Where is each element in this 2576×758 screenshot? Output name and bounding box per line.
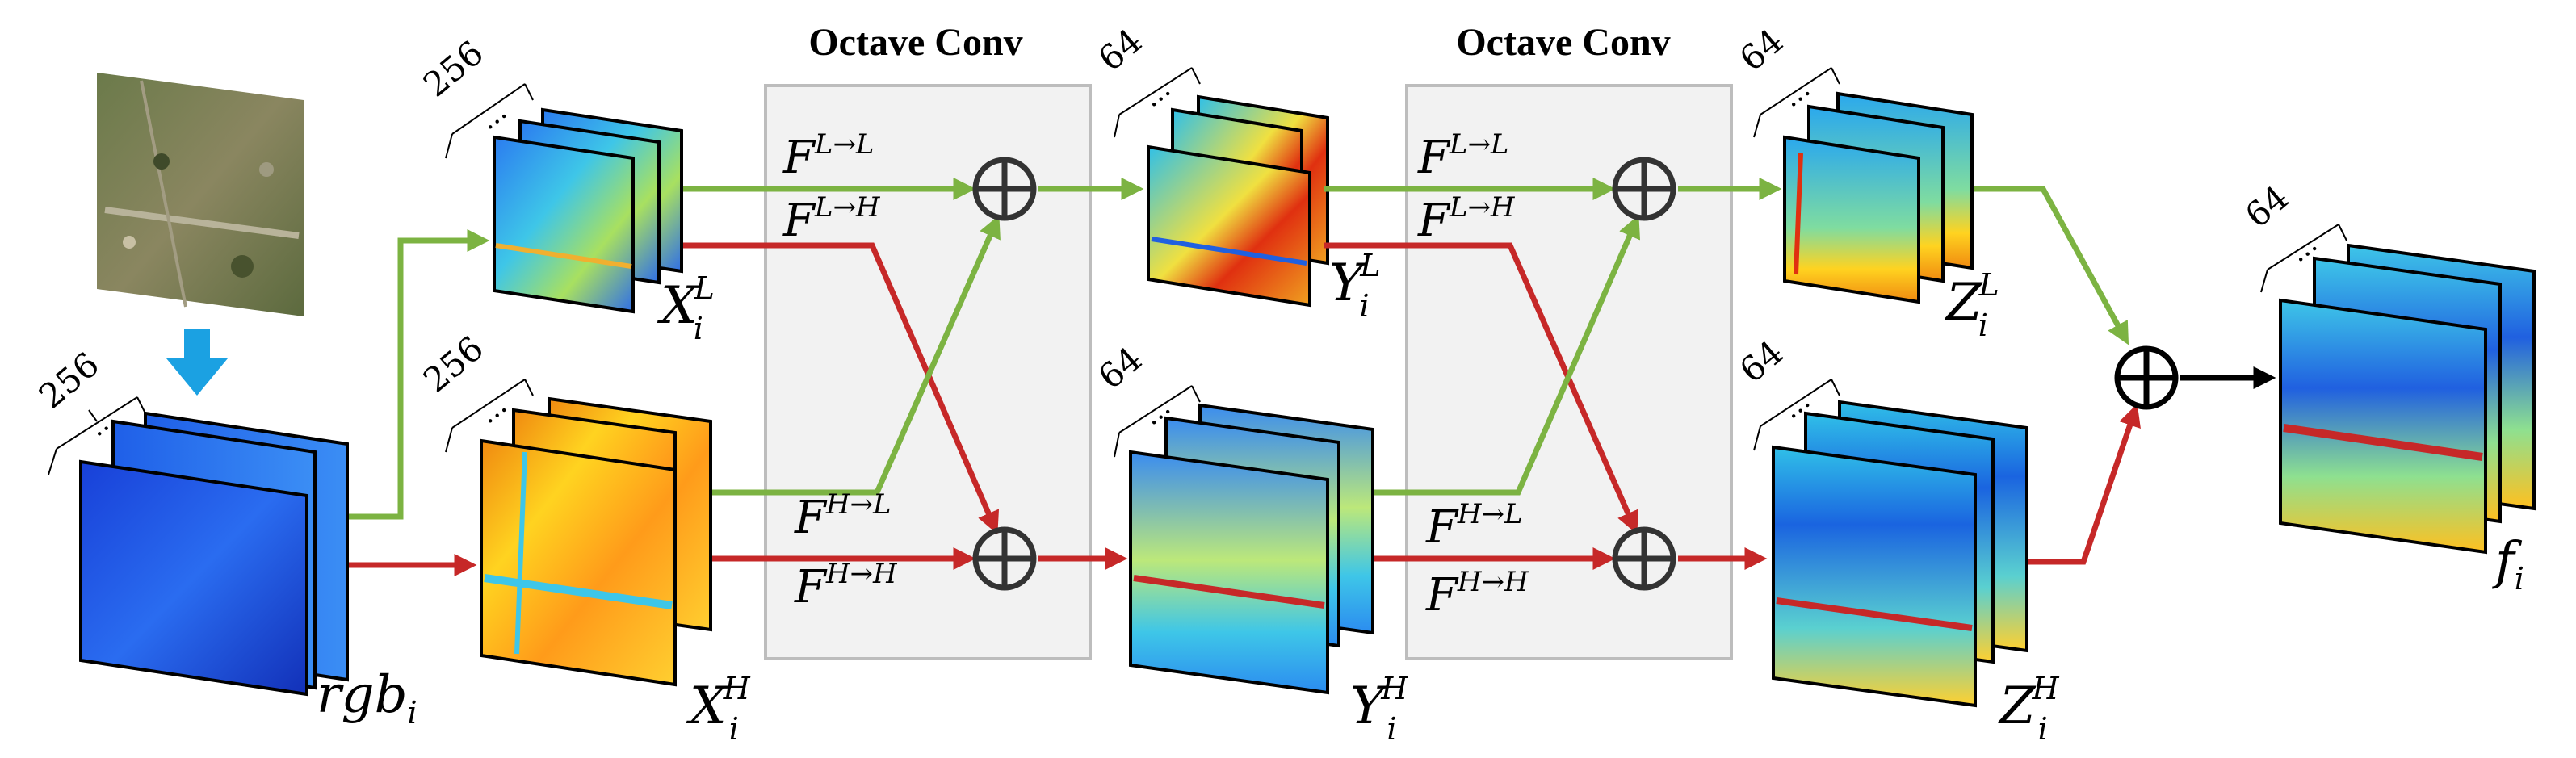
f-channel-count: 64 [2238, 178, 2296, 236]
oc1-ll-label: FL→L [782, 128, 875, 184]
y-low-feature-stack [1147, 94, 1329, 308]
x-high-channel-count: 256 [416, 329, 491, 400]
z-high-channel-count: 64 [1732, 333, 1790, 391]
f-feature-stack [2279, 243, 2536, 555]
z-low-channel-count: 64 [1732, 21, 1790, 79]
oc2-hh-label: FH→H [1425, 566, 1529, 622]
x-high-feature-stack [480, 396, 712, 687]
x-high-stack-ellipsis: ... [472, 389, 513, 430]
oc1-hh-label: FH→H [794, 558, 898, 614]
sum-node-final [2114, 345, 2179, 410]
y-high-channel-count: 64 [1091, 339, 1149, 397]
oc2-lh-arrow [1324, 242, 1638, 534]
oc1-lh-arrow [683, 242, 1000, 534]
input-satellite-image [97, 73, 304, 316]
oc1-lh-label: FL→H [782, 191, 881, 247]
sum-node-oc2-high [1612, 526, 1676, 591]
y-low-stack-ellipsis: ... [1136, 73, 1177, 114]
x-low-channel-count: 256 [416, 33, 491, 105]
f-label: fi [2492, 531, 2524, 597]
y-low-channel-count: 64 [1091, 21, 1149, 79]
rgb-channel-count: 256 [31, 345, 107, 417]
sum-node-oc2-low [1612, 157, 1676, 221]
z-low-feature-stack [1783, 91, 1974, 304]
z-high-feature-stack [1772, 400, 2028, 708]
input-down-arrow [166, 329, 228, 396]
y-high-feature-stack [1129, 403, 1374, 695]
x-low-feature-stack [493, 107, 683, 314]
oc2-hl-label: FH→L [1425, 498, 1523, 554]
x-low-stack-ellipsis: ... [472, 95, 513, 136]
oc1-hl-label: FH→L [794, 488, 892, 544]
sum-node-oc1-high [972, 526, 1037, 591]
oc2-ll-label: FL→L [1417, 128, 1509, 184]
z-high-to-final-sum-arrow [2028, 404, 2141, 565]
rgb-label: rgbi [317, 665, 417, 731]
sum-node-oc1-low [972, 157, 1037, 221]
rgb-to-x-low-arrow [349, 229, 490, 520]
oc2-lh-label: FL→H [1417, 191, 1516, 247]
oc1-hl-arrow [712, 215, 1001, 496]
z-low-to-final-sum-arrow [1974, 186, 2129, 345]
octave-conv-title-2: Octave Conv [1456, 21, 1670, 64]
oc2-hl-arrow [1374, 215, 1641, 496]
rgb-feature-stack [79, 411, 349, 697]
octave-conv-title-1: Octave Conv [808, 21, 1022, 64]
